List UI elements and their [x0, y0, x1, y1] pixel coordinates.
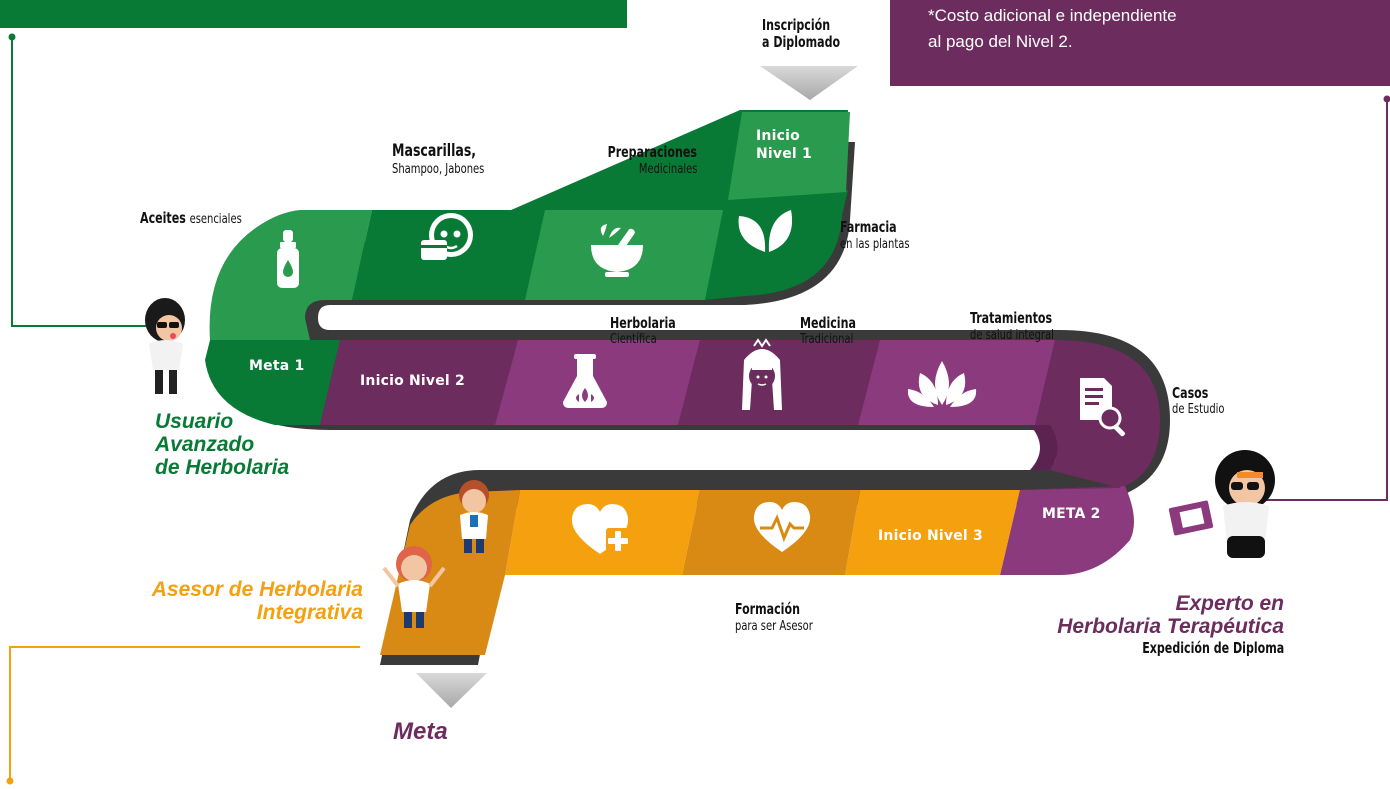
tile-inicio-nivel2: [320, 340, 518, 425]
inscription-label-line2: a Diplomado: [762, 33, 841, 51]
mortar-pestle-icon: [591, 224, 643, 277]
aceites-bold: Aceites: [140, 209, 186, 227]
expedicion-diploma-label: Expedición de Diploma: [1141, 639, 1284, 657]
advisor-avatar-woman: [382, 546, 446, 628]
medicina-label-bold: Medicina: [800, 314, 856, 332]
farmacia-label-rest: en las plantas: [840, 236, 910, 252]
cost-note-box: *Costo adicional e independiente al pago…: [890, 0, 1390, 86]
lotus-icon: [907, 361, 977, 407]
advanced-user-avatar: [145, 298, 185, 394]
tile-inicio-nivel1: [728, 112, 850, 200]
flask-icon: [563, 354, 607, 408]
top-green-banner: [0, 0, 627, 28]
formacion-label-rest: para ser Asesor: [735, 618, 813, 634]
expert-avatar: [1168, 450, 1275, 558]
asesor-line2: Integrativa: [256, 601, 363, 624]
document-search-icon: [1080, 378, 1125, 437]
mascarillas-label-rest: Shampoo, Jabones: [392, 161, 485, 177]
final-meta-label: Meta: [393, 718, 448, 745]
leaves-icon: [738, 210, 793, 252]
green-connector-line: [8, 33, 150, 327]
cost-note-line2: al pago del Nivel 2.: [928, 32, 1073, 51]
inicio-nivel3-label: Inicio Nivel 3: [878, 528, 983, 544]
indigenous-woman-icon: [742, 338, 782, 410]
usuario-avanzado-line2: Avanzado: [155, 433, 255, 456]
meta2-label: META 2: [1042, 506, 1101, 522]
advisor-avatar-man: [459, 480, 489, 553]
heartbeat-icon: [753, 502, 811, 552]
meta1-label: Meta 1: [249, 358, 305, 374]
heart-plus-icon: [571, 504, 630, 554]
tile-inicio-nivel3: [845, 490, 1020, 575]
usuario-avanzado-line1: Usuario: [155, 410, 234, 433]
medicina-label-rest: Tradicional: [800, 331, 854, 347]
asesor-line1: Asesor de Herbolaria: [151, 578, 363, 601]
mascarillas-label-bold: Mascarillas,: [392, 141, 477, 161]
face-mask-icon: [421, 213, 473, 260]
dropper-bottle-icon: [277, 230, 299, 288]
formacion-label-bold: Formación: [735, 600, 800, 618]
level2-road: [320, 340, 1160, 575]
bottom-arrow-icon: [416, 673, 487, 708]
inicio-nivel2-label: Inicio Nivel 2: [360, 373, 465, 389]
aceites-rest: esenciales: [189, 211, 242, 227]
herbolaria-label-rest: Científica: [610, 331, 657, 347]
inscription-label-line1: Inscripción: [762, 16, 831, 34]
tratamientos-label-rest: de salud integral: [970, 327, 1054, 343]
usuario-avanzado-line3: de Herbolaria: [155, 456, 290, 479]
tile-meta2: [1000, 486, 1134, 575]
tile-herbolaria: [495, 340, 700, 425]
inicio-nivel1-line1: Inicio: [756, 128, 800, 144]
preparaciones-label-bold: Preparaciones: [607, 143, 697, 161]
orange-connector-line: [6, 646, 360, 785]
top-arrow-icon: [760, 66, 858, 100]
experto-line2: Herbolaria Terapéutica: [1057, 615, 1284, 638]
inicio-nivel1-line2: Nivel 1: [756, 146, 812, 162]
experto-line1: Experto en: [1175, 592, 1284, 615]
casos-label-rest: de Estudio: [1172, 401, 1225, 417]
farmacia-label-bold: Farmacia: [840, 218, 897, 236]
aceites-label: Aceites esenciales: [140, 208, 242, 227]
purple-connector-line: [1240, 95, 1390, 501]
herbolaria-label-bold: Herbolaria: [610, 314, 676, 332]
casos-label-bold: Casos: [1172, 384, 1209, 402]
tile-meta1: [205, 340, 340, 425]
preparaciones-label-rest: Medicinales: [638, 161, 697, 177]
tratamientos-label-bold: Tratamientos: [970, 309, 1053, 327]
cost-note-line1: *Costo adicional e independiente: [928, 6, 1177, 25]
